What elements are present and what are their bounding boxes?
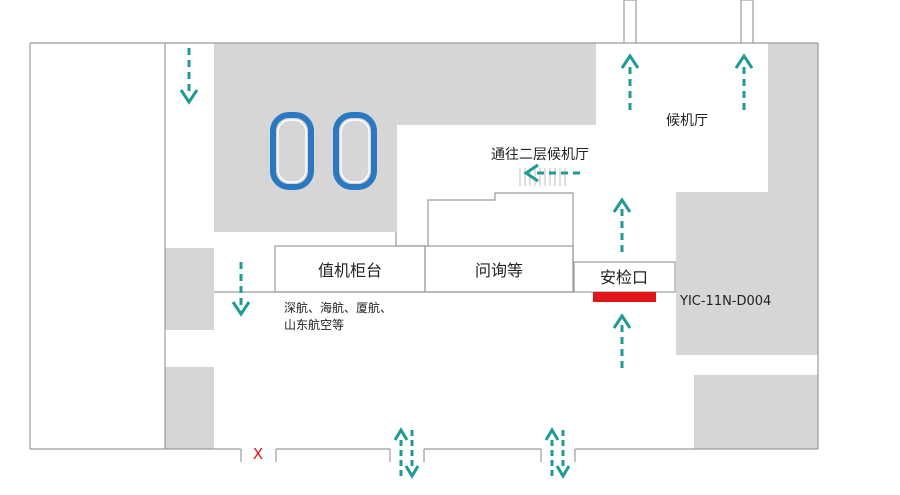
security-label: 安检口 bbox=[600, 268, 648, 287]
closed-exit-mark: X bbox=[253, 445, 263, 463]
dashed-arrow-icon bbox=[179, 48, 199, 105]
waiting-hall-label: 候机厅 bbox=[666, 113, 708, 129]
checkin-counter-label: 值机柜台 bbox=[318, 261, 382, 280]
left-mid-restricted-area bbox=[165, 248, 214, 330]
dashed-arrow-icon bbox=[544, 427, 571, 479]
right-lower-restricted-area bbox=[694, 375, 818, 449]
airlines-label-line2: 山东航空等 bbox=[284, 317, 344, 332]
dashed-arrow-icon bbox=[620, 53, 640, 110]
airlines-label-line1: 深航、海航、厦航、 bbox=[284, 300, 392, 315]
right-upper-restricted-area bbox=[676, 43, 818, 355]
baggage-carousels-inner bbox=[277, 119, 370, 183]
to-second-floor-label: 通往二层候机厅 bbox=[491, 147, 589, 163]
walls bbox=[29, 0, 819, 462]
top-restricted-area bbox=[214, 43, 596, 232]
inquiry-label: 问询等 bbox=[475, 261, 523, 280]
stairs-icon bbox=[519, 168, 566, 186]
left-lower-restricted-area bbox=[165, 367, 214, 449]
restricted-areas bbox=[165, 43, 818, 449]
dashed-arrow-icon bbox=[612, 197, 632, 252]
flow-arrows bbox=[179, 48, 754, 479]
dashed-arrow-icon bbox=[612, 313, 632, 368]
gate-code-label: YIC-11N-D004 bbox=[679, 294, 771, 309]
dashed-arrow-icon bbox=[231, 262, 251, 317]
location-marker bbox=[593, 292, 656, 302]
dashed-arrow-icon bbox=[734, 53, 754, 110]
dashed-arrow-icon bbox=[523, 163, 580, 183]
baggage-carousel-icon bbox=[270, 112, 314, 190]
dashed-arrow-icon bbox=[393, 427, 420, 479]
baggage-carousels bbox=[270, 112, 377, 190]
baggage-carousel-icon bbox=[333, 112, 377, 190]
